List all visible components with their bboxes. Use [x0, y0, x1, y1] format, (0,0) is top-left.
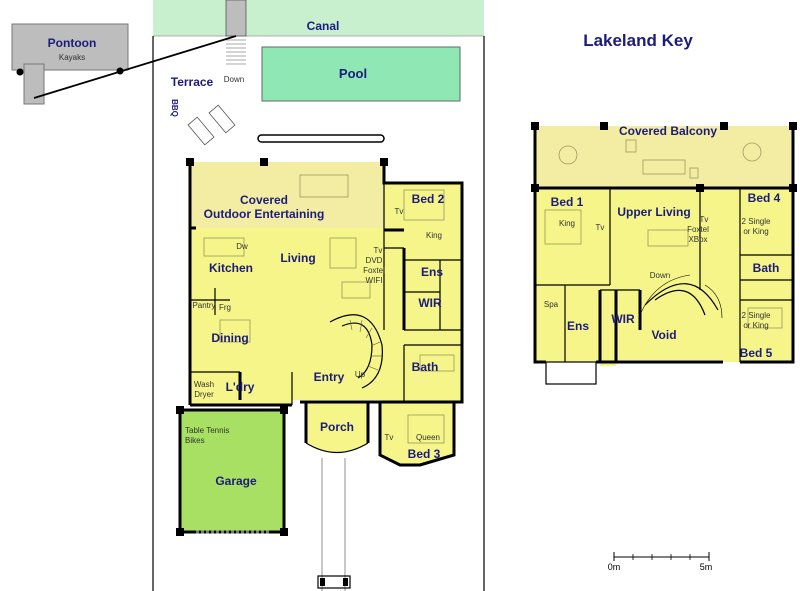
label-bed5-single: 2 Single: [742, 311, 771, 320]
ground-stairs: [329, 314, 383, 389]
sun-lounges: [187, 104, 236, 146]
pontoon-ramp: [23, 63, 45, 105]
label-upper-tv: Tv: [700, 215, 709, 224]
pool-fence: [257, 134, 385, 143]
label-bed2-tv: Tv: [395, 207, 404, 216]
label-dw: Dw: [236, 242, 248, 251]
plan-title: Lakeland Key: [583, 31, 693, 50]
scale-bar: [613, 552, 710, 561]
upper-stairs-void: [639, 274, 723, 319]
pool-area: [261, 46, 461, 102]
covered-outdoor-area: [190, 162, 384, 228]
label-upper-xbox: XBox: [688, 235, 707, 244]
label-canal: Canal: [307, 19, 340, 33]
label-bed1-king: King: [559, 219, 575, 228]
label-garage: Garage: [215, 474, 257, 488]
label-bed1-tv: Tv: [596, 223, 605, 232]
stairs-down: [226, 39, 246, 65]
label-outdoor-entertaining: Outdoor Entertaining: [204, 207, 325, 221]
label-upper-down: Down: [650, 271, 670, 280]
label-wifi: WIFI: [366, 276, 383, 285]
label-kitchen: Kitchen: [209, 261, 253, 275]
label-upper-foxtel: Foxtel: [687, 225, 709, 234]
label-bed5: Bed 5: [740, 346, 773, 360]
label-upper-ens: Ens: [567, 319, 589, 333]
label-upper-living: Upper Living: [617, 205, 690, 219]
label-frg: Frg: [219, 303, 231, 312]
label-bed3: Bed 3: [408, 447, 441, 461]
label-pool: Pool: [339, 66, 367, 81]
label-up: Up: [355, 370, 366, 379]
label-laundry: L'dry: [226, 380, 255, 394]
jetty-walkway: [225, 0, 247, 37]
label-entry: Entry: [314, 370, 345, 384]
label-dining: Dining: [211, 331, 248, 345]
label-bbq: BBQ: [170, 99, 179, 117]
label-kayaks: Kayaks: [59, 53, 85, 62]
upper-bay: [545, 361, 597, 385]
label-void: Void: [651, 328, 676, 342]
scale-start-label: 0m: [608, 562, 621, 572]
balcony-furniture: [544, 139, 783, 329]
label-pontoon: Pontoon: [48, 36, 97, 50]
label-bed4-single: 2 Single: [742, 217, 771, 226]
label-bed1: Bed 1: [551, 195, 584, 209]
label-wir: WIR: [418, 296, 442, 310]
label-bed2: Bed 2: [412, 192, 445, 206]
label-upper-wir: WIR: [611, 312, 635, 326]
label-bed4-king: or King: [743, 227, 768, 236]
porch-area: [306, 403, 368, 443]
label-upper-bath: Bath: [753, 261, 780, 275]
garage-walls: [176, 406, 288, 536]
label-queen: Queen: [416, 433, 440, 442]
label-ens: Ens: [421, 265, 443, 279]
label-bed2-king: King: [426, 231, 442, 240]
label-bed5-king: or King: [743, 321, 768, 330]
upper-floor-walls: [531, 122, 797, 364]
label-covered: Covered: [240, 193, 288, 207]
label-bikes: Bikes: [185, 436, 205, 445]
gangway: [33, 35, 237, 99]
label-down-stairs: Down: [224, 75, 244, 84]
label-bed3-tv: Tv: [385, 433, 394, 442]
garage-area: [180, 410, 284, 532]
ground-floor-rooms: [190, 183, 462, 465]
scale-end-label: 5m: [700, 562, 713, 572]
label-foxtel: Foxtel: [363, 266, 385, 275]
label-bed4: Bed 4: [748, 191, 781, 205]
front-gate: [317, 575, 351, 589]
label-covered-balcony: Covered Balcony: [619, 124, 717, 138]
label-table-tennis: Table Tennis: [185, 426, 229, 435]
pontoon: [11, 23, 129, 71]
label-wash: Wash: [194, 380, 214, 389]
label-porch: Porch: [320, 420, 354, 434]
label-pantry: Pantry: [192, 301, 215, 310]
label-bath: Bath: [412, 360, 439, 374]
ground-furniture: [203, 174, 455, 444]
label-dryer: Dryer: [194, 390, 214, 399]
label-terrace: Terrace: [171, 75, 214, 89]
label-dvd: DVD: [366, 256, 383, 265]
covered-balcony-area: [535, 126, 793, 188]
label-spa: Spa: [544, 300, 559, 309]
ground-floor-walls: [186, 158, 464, 467]
canal-area: [153, 0, 484, 36]
label-living: Living: [280, 251, 315, 265]
label-living-tv: Tv: [374, 246, 383, 255]
